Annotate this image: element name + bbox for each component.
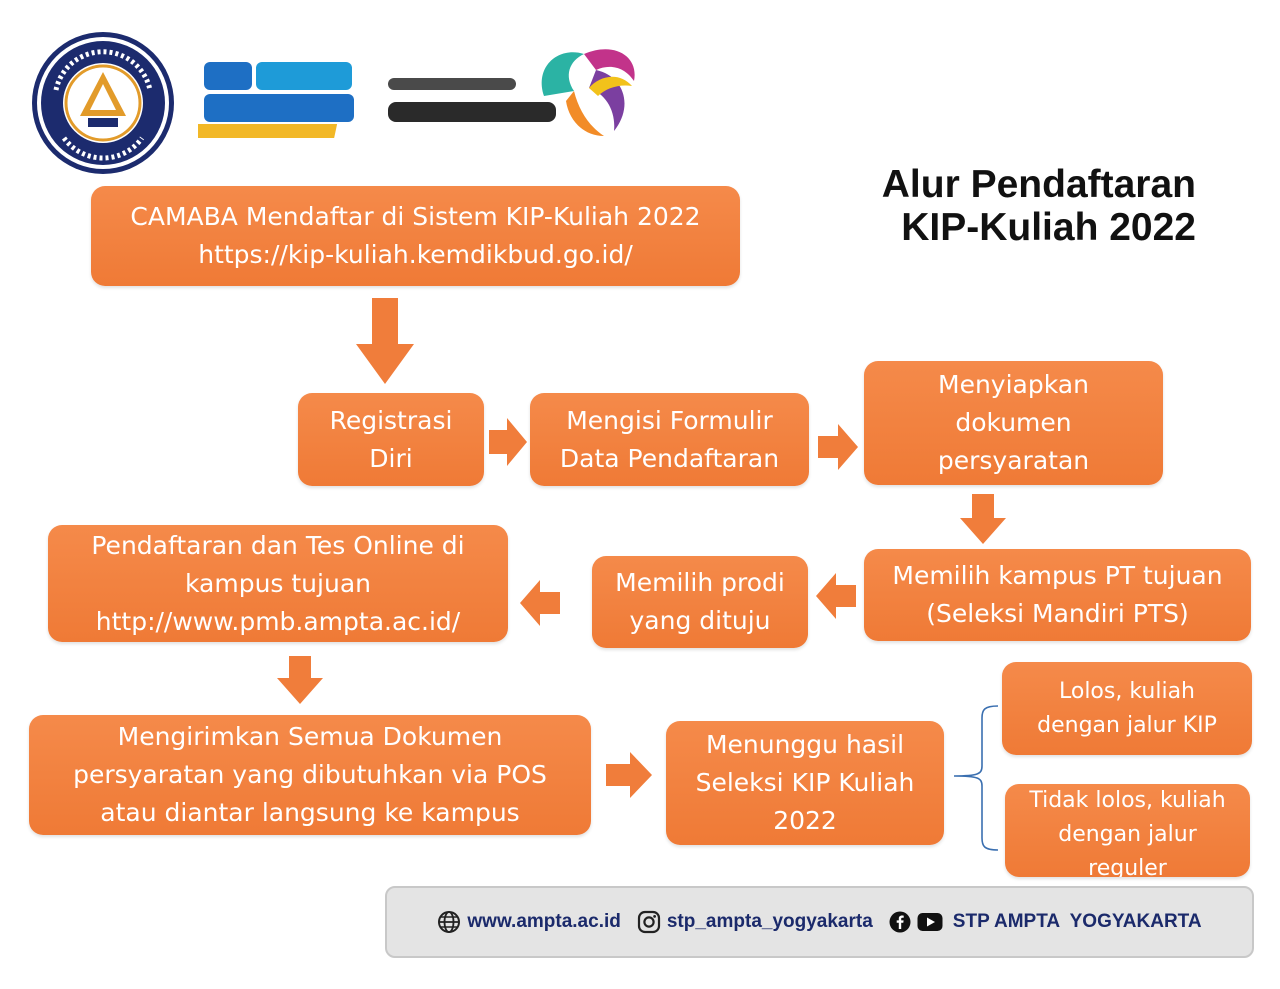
step-online-test: Pendaftaran dan Tes Online di kampus tuj…	[48, 525, 508, 642]
step-camaba-register: CAMABA Mendaftar di Sistem KIP-Kuliah 20…	[91, 186, 740, 286]
step-prepare-documents: Menyiapkan dokumen persyaratan	[864, 361, 1163, 485]
wonderful-indonesia-logo	[388, 49, 635, 136]
arrow-left-1	[816, 573, 856, 619]
result-fail-regular: Tidak lolos, kuliah dengan jalur reguler	[1005, 784, 1250, 877]
arrow-right-3	[606, 752, 652, 798]
arrow-left-2	[520, 580, 560, 626]
step-choose-campus: Memilih kampus PT tujuan (Seleksi Mandir…	[864, 549, 1251, 641]
globe-icon	[438, 911, 461, 933]
instagram-icon	[637, 910, 660, 934]
kampus-merdeka-logo	[198, 62, 354, 138]
ampta-logo	[32, 32, 174, 174]
arrow-down-3	[277, 656, 323, 704]
arrow-right-2	[818, 424, 858, 470]
footer-instagram-text: stp_ampta_yogyakarta	[666, 911, 873, 932]
result-pass-kip: Lolos, kuliah dengan jalur KIP	[1002, 662, 1252, 755]
step-fill-form: Mengisi Formulir Data Pendaftaran	[530, 393, 809, 486]
footer-website[interactable]: www.ampta.ac.id	[437, 910, 621, 934]
footer-social[interactable]: STP AMPTA YOGYAKARTA	[889, 911, 1202, 933]
footer-social-text: STP AMPTA YOGYAKARTA	[952, 911, 1202, 932]
footer-instagram[interactable]: stp_ampta_yogyakarta	[637, 910, 873, 934]
result-brace	[953, 705, 999, 851]
arrow-down-1	[356, 298, 414, 384]
diagram-title: Alur Pendaftaran KIP-Kuliah 2022	[881, 163, 1196, 249]
arrow-down-2	[960, 494, 1006, 544]
step-self-registration: Registrasi Diri	[298, 393, 484, 486]
facebook-icon	[889, 911, 911, 933]
step-send-documents: Mengirimkan Semua Dokumen persyaratan ya…	[29, 715, 591, 835]
footer-contact-bar: www.ampta.ac.id stp_ampta_yogyakarta STP…	[385, 886, 1254, 958]
step-choose-program: Memilih prodi yang dituju	[592, 556, 808, 648]
youtube-icon	[917, 913, 943, 931]
footer-website-text: www.ampta.ac.id	[467, 911, 621, 932]
step-wait-result: Menunggu hasil Seleksi KIP Kuliah 2022	[666, 721, 944, 845]
arrow-right-1	[489, 418, 527, 466]
